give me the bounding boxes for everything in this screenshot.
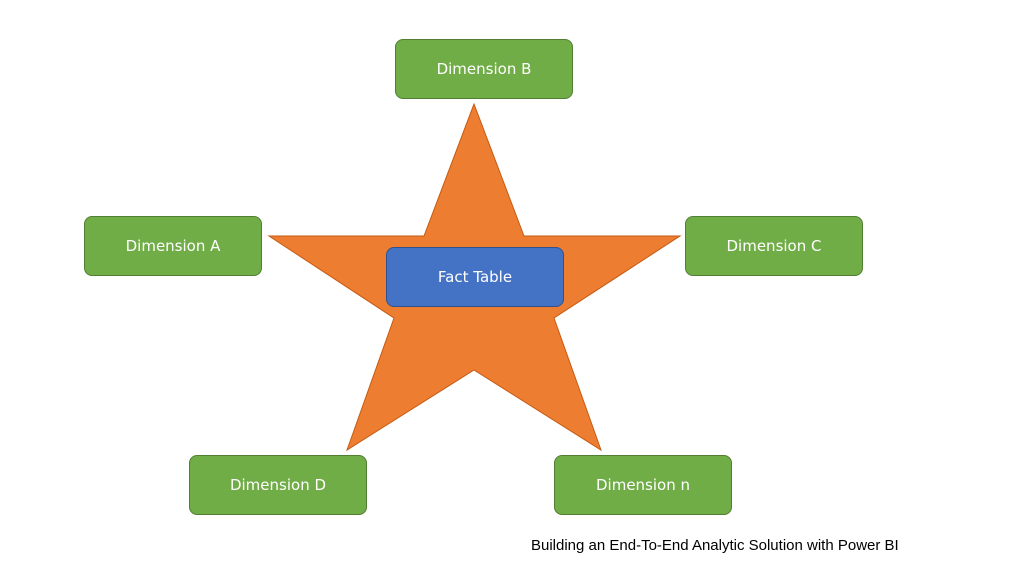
dimension-b-label: Dimension B — [436, 60, 532, 78]
dimension-a-box: Dimension A — [84, 216, 262, 276]
dimension-c-label: Dimension C — [726, 237, 822, 255]
dimension-d-label: Dimension D — [229, 476, 327, 494]
footer-caption: Building an End-To-End Analytic Solution… — [531, 537, 899, 554]
dimension-n-label: Dimension n — [595, 476, 690, 494]
dimension-c-box: Dimension C — [685, 216, 863, 276]
dimension-n-box: Dimension n — [554, 455, 732, 515]
dimension-d-box: Dimension D — [189, 455, 367, 515]
fact-table-label: Fact Table — [437, 268, 513, 286]
dimension-a-label: Dimension A — [125, 237, 221, 255]
dimension-b-box: Dimension B — [395, 39, 573, 99]
fact-table-box: Fact Table — [386, 247, 564, 307]
